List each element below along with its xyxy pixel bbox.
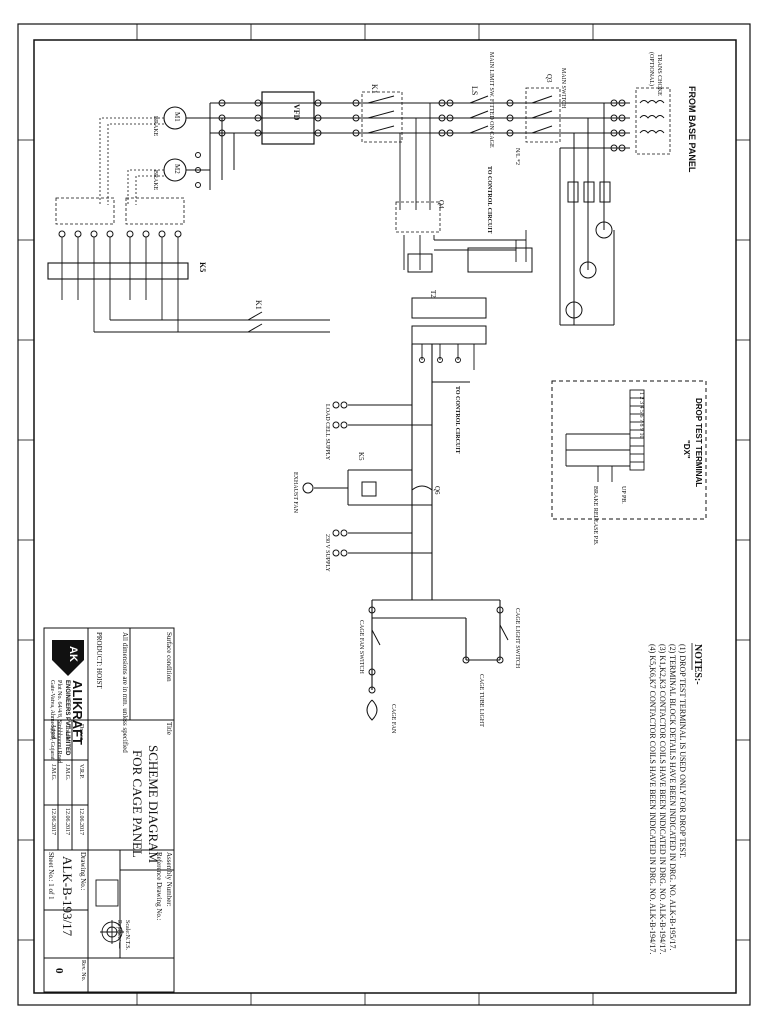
q4-label: Q4 bbox=[437, 200, 445, 209]
brake2-label: BRAKE bbox=[152, 170, 158, 191]
note-2: (2) TERMINAL BLOCK DETAILS HAVE BEEN IND… bbox=[668, 644, 677, 951]
cage-light-switch-label: CAGE LIGHT SWITCH bbox=[514, 608, 520, 669]
main-switch-label: MAIN SWITCH bbox=[560, 68, 566, 109]
check-by: J.M.G. bbox=[64, 764, 70, 781]
note-3: (3) K1,K2,K3 CONTACTOR COILS HAVE BEEN I… bbox=[658, 644, 667, 955]
k5-label: K5 bbox=[198, 262, 207, 273]
main-switch-tag: Q3 bbox=[545, 74, 553, 83]
drawing-no-label: Drawing No.: bbox=[79, 852, 87, 891]
replace-label: Replace: — bbox=[116, 920, 122, 949]
brake1-label: BRAKE bbox=[152, 116, 158, 137]
main-limit-label: MAIN LIMIT SW. FITTED ON CAGE bbox=[488, 52, 494, 148]
drawn-by: V.R.P. bbox=[78, 764, 84, 779]
motor-m1-label: M1 bbox=[173, 112, 181, 122]
k5-aux-label: K5 bbox=[357, 452, 365, 461]
rev-number: 0 bbox=[53, 968, 65, 974]
trans-choke-label: TRANS CHOKE bbox=[656, 54, 662, 96]
note-4: (4) K5,K6,K7 CONTACTOR COILS HAVE BEEN I… bbox=[648, 644, 657, 955]
company-logo bbox=[52, 640, 84, 676]
supply-230v-label: 230 V SUPPLY bbox=[324, 534, 330, 572]
notes-heading: NOTES:- bbox=[692, 644, 703, 685]
sheet-number: Sheet No.: 1 of 1 bbox=[47, 852, 55, 900]
motor-m2-label: M2 bbox=[173, 164, 181, 174]
exhaust-fan-label: EXHAUST FAN bbox=[292, 472, 298, 513]
drop-test-title: DROP TEST TERMINAL bbox=[694, 398, 703, 488]
drop-test-terminals: 1 2 3 4 5 6 7 8 9 10 bbox=[638, 392, 644, 439]
drawing-title-line2: FOR CAGE PANEL bbox=[130, 750, 145, 858]
rev-label: Rev. No. bbox=[80, 960, 86, 982]
trans-choke-optional-label: (OPTIONAL) bbox=[648, 52, 654, 86]
title-label: Title bbox=[165, 722, 173, 735]
company-address-2: Gate-Vatva, Ahmedabad, Gujarat bbox=[49, 680, 55, 760]
q6-label: Q6 bbox=[433, 486, 441, 495]
logo-text: AK bbox=[67, 646, 79, 662]
up-pb-label: UP PB. bbox=[620, 486, 626, 504]
scale-label: Scale:N.T.S. bbox=[124, 920, 130, 951]
surface-condition-label: Surface condition bbox=[165, 632, 173, 682]
product-label: PRODUCT: HOIST bbox=[95, 632, 103, 689]
load-cell-label: LOAD CELL SUPPLY bbox=[324, 404, 330, 461]
cage-tube-light-label: CAGE TUBE LIGHT bbox=[478, 674, 484, 727]
cage-fan-switch-label: CAGE FAN SWITCH bbox=[358, 620, 364, 674]
to-control-circuit-label-2: TO CONTROL CIRCUIT bbox=[454, 386, 460, 454]
drop-test-tag: "DX" bbox=[682, 440, 691, 459]
main-limit-tag: LS bbox=[470, 86, 479, 96]
apprd-by: J.M.G. bbox=[50, 764, 56, 781]
company-subtitle: ENGINEERS PVT. LIMITED bbox=[64, 680, 70, 756]
assembly-number-label: Assembly Number: bbox=[165, 852, 173, 907]
from-base-panel-label: FROM BASE PANEL bbox=[687, 86, 697, 173]
drawing-number: ALK-B-193/17 bbox=[60, 856, 75, 937]
brake-release-label: BRAKE RELEASE P.B. bbox=[592, 486, 598, 546]
cage-fan-label: CAGE FAN bbox=[390, 704, 396, 734]
vfd-label: VFD bbox=[292, 104, 301, 121]
nl-label: N/L *2 bbox=[514, 148, 520, 165]
drawing-title-line1: SCHEME DIAGRAM bbox=[146, 745, 161, 864]
k1-aux-label: K1 bbox=[254, 300, 263, 310]
company-address-1: Plot No. 64/4/8, Sinhbhoomi Road bbox=[56, 680, 62, 764]
note-1: (1) DROP TEST TERMINAL IS USED ONLY FOR … bbox=[678, 644, 687, 859]
k1-label: K1 bbox=[370, 84, 379, 94]
check-date: 12.06.2017 bbox=[64, 808, 70, 835]
to-control-circuit-label: TO CONTROL CIRCUIT bbox=[486, 166, 492, 234]
t2-label: T2 bbox=[429, 290, 437, 298]
apprd-date: 12.06.2017 bbox=[50, 808, 56, 835]
drawn-date: 12.06.2017 bbox=[78, 808, 84, 835]
company-name: ALIKRAFT bbox=[70, 680, 85, 745]
reference-drawing-label: Reference Drawing No.: bbox=[155, 852, 163, 921]
dimensions-note: All dimensions are in mm. unless specifi… bbox=[121, 632, 129, 753]
